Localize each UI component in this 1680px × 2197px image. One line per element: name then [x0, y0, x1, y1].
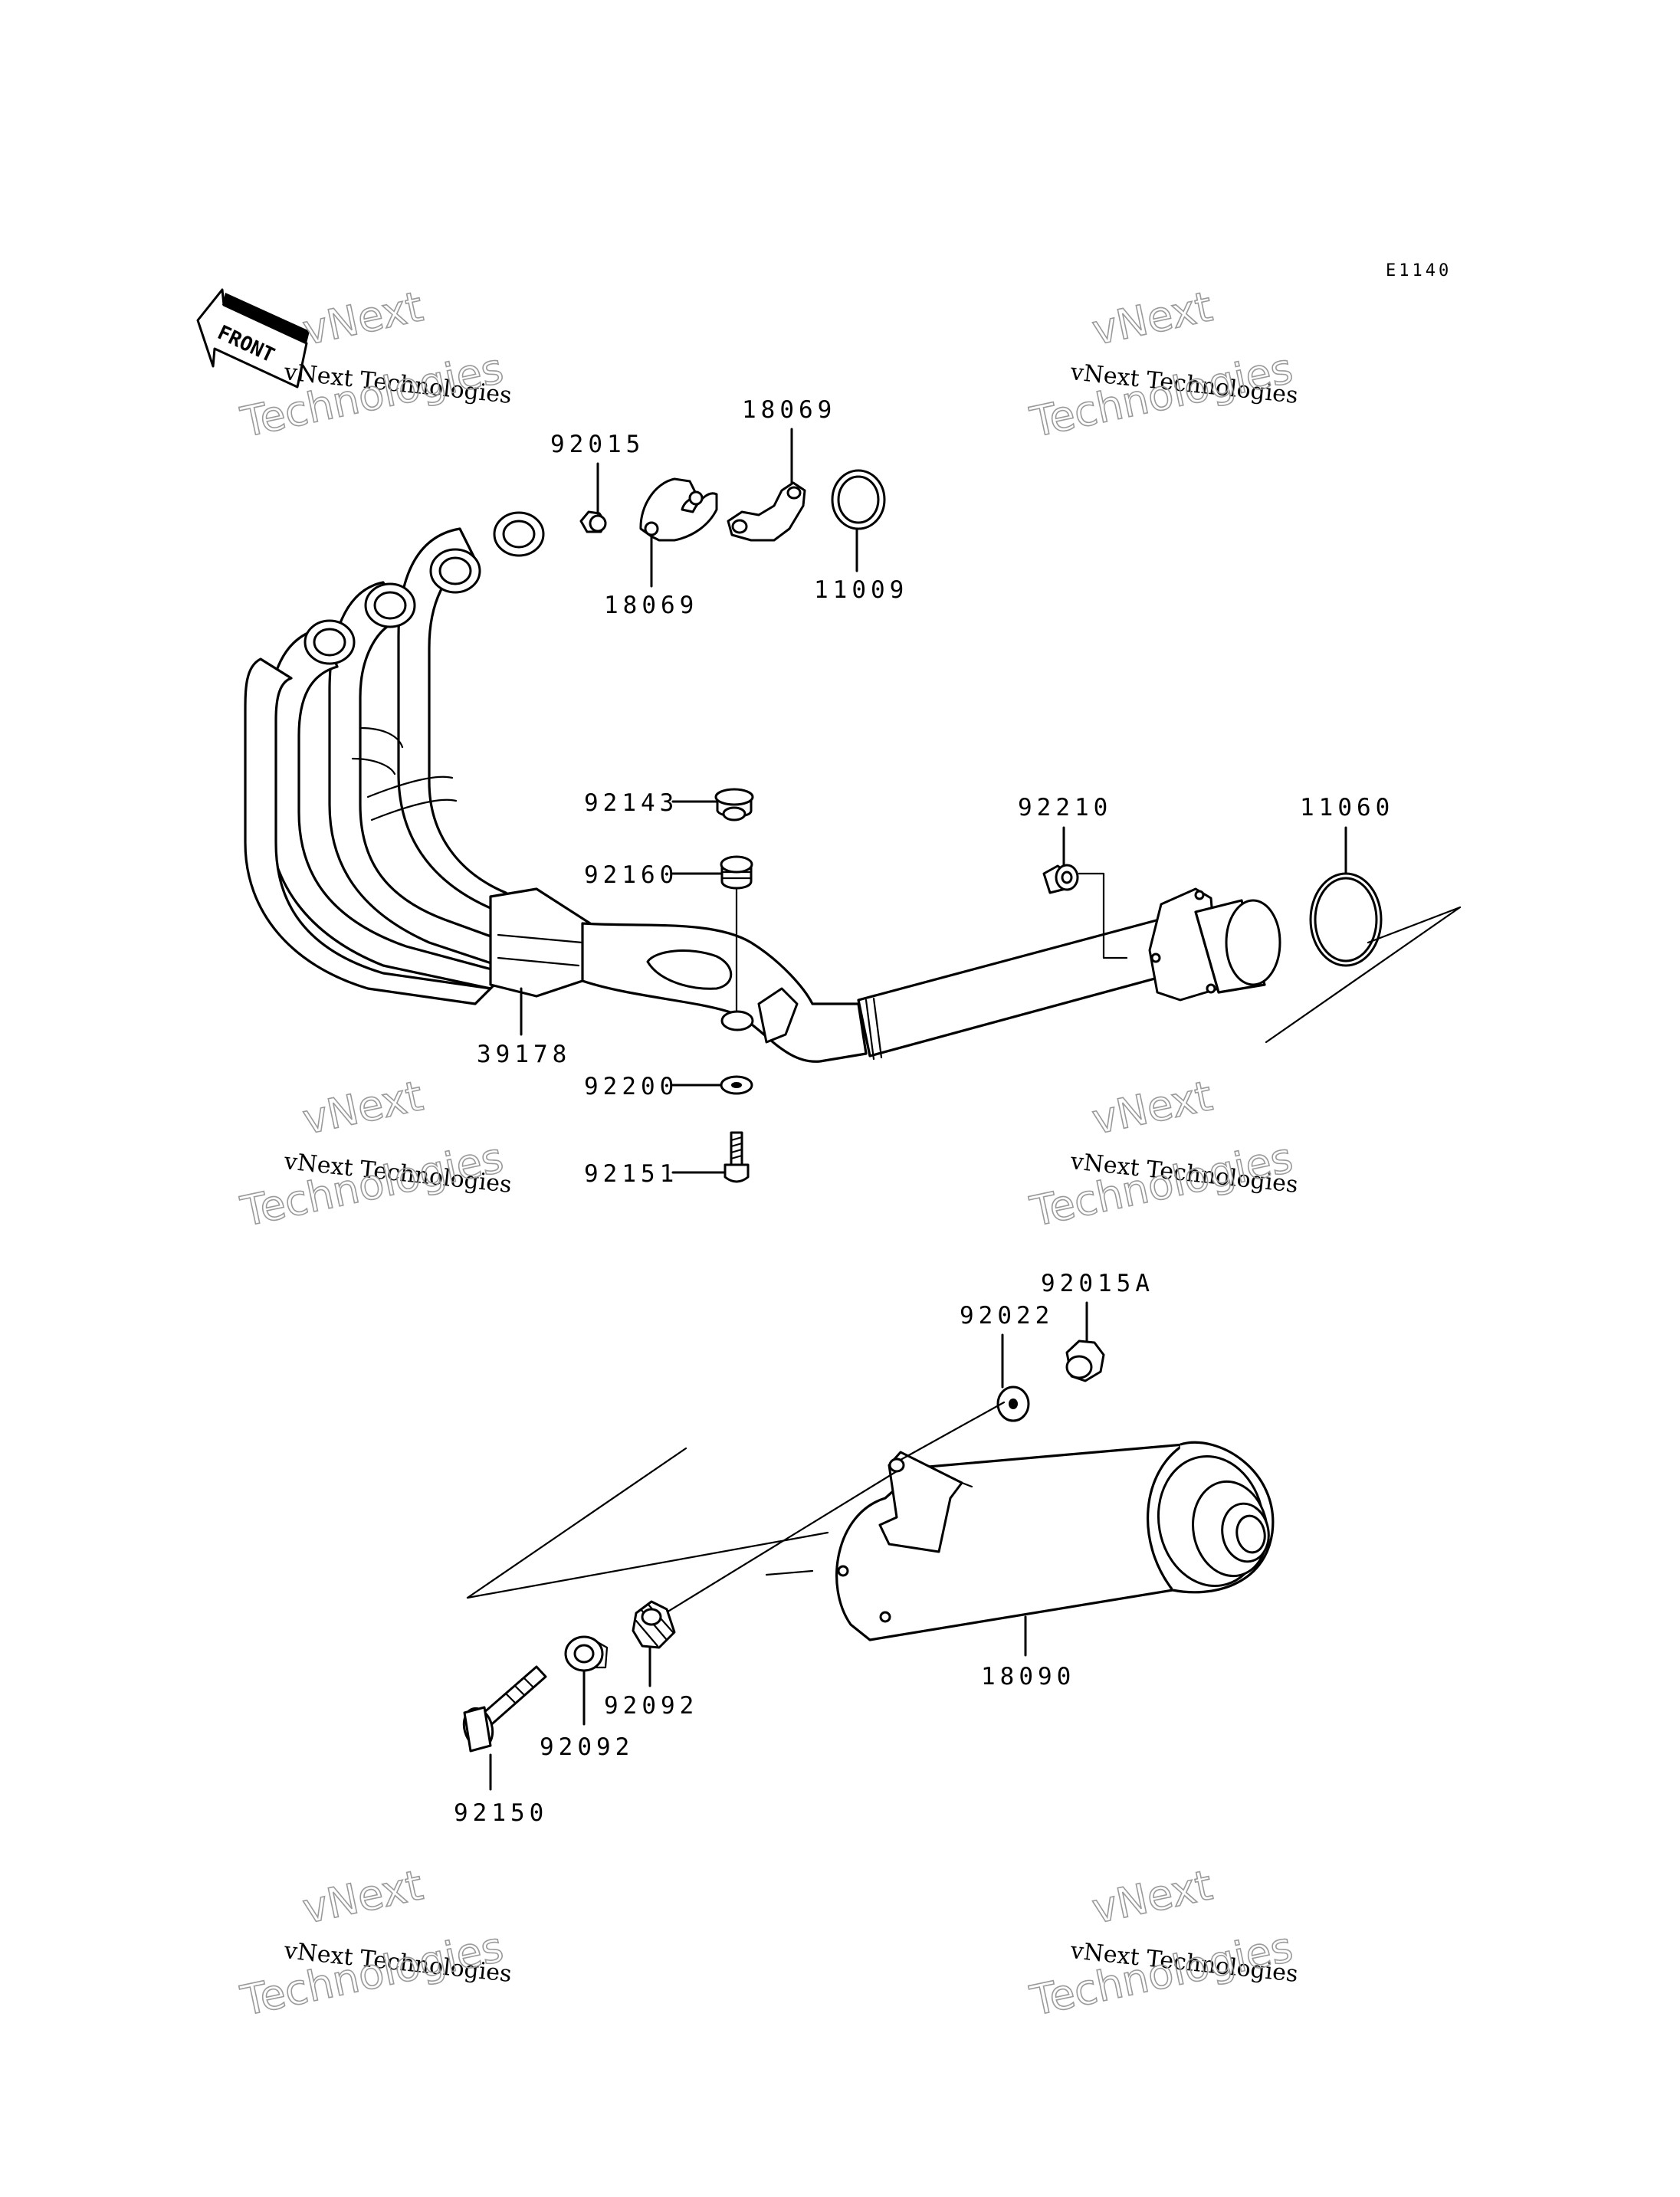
label-92143: 92143 — [584, 789, 678, 817]
label-92092-right: 92092 — [604, 1692, 698, 1720]
part-11009: 11009 — [814, 469, 908, 604]
part-92092-left: 92092 — [540, 1635, 634, 1761]
label-18069-bottom: 18069 — [604, 592, 698, 619]
svg-text:Technologies: Technologies — [1026, 1923, 1297, 2025]
part-18069-lower: 18069 — [604, 477, 718, 619]
label-11009: 11009 — [814, 576, 908, 604]
label-92092-left: 92092 — [540, 1733, 634, 1761]
svg-text:vNext: vNext — [299, 1861, 427, 1933]
svg-text:vNext: vNext — [299, 282, 427, 354]
watermark-bottom-right: vNext vNext Technologies Technologies — [1025, 1860, 1299, 2025]
diagram-code: E1140 — [1386, 261, 1452, 280]
part-92160: 92160 — [584, 855, 753, 1013]
part-92015: 92015 — [550, 431, 645, 533]
label-92200: 92200 — [584, 1073, 678, 1100]
label-39178: 39178 — [477, 1041, 571, 1068]
label-92015: 92015 — [550, 431, 645, 458]
part-92151: 92151 — [584, 1131, 750, 1188]
watermark-mid-right: vNext vNext Technologies Technologies — [1025, 1071, 1299, 1236]
svg-text:Technologies: Technologies — [237, 1923, 507, 2025]
part-18090: 18090 — [658, 1401, 1275, 1690]
label-92151: 92151 — [584, 1160, 678, 1188]
label-18069-top: 18069 — [742, 396, 836, 424]
svg-text:vNext: vNext — [299, 1071, 427, 1143]
part-92092-right: 92092 — [604, 1600, 698, 1720]
part-92143: 92143 — [584, 788, 754, 821]
label-18090: 18090 — [981, 1663, 1075, 1690]
watermark-top-right: vNext vNext Technologies Technologies — [1025, 281, 1299, 447]
label-11060: 11060 — [1300, 794, 1394, 821]
svg-text:Technologies: Technologies — [237, 1133, 507, 1236]
exhaust-header-pipe — [244, 511, 1281, 1063]
front-arrow-icon: FRONT — [196, 288, 310, 389]
svg-text:vNext: vNext — [1088, 1861, 1216, 1933]
label-92160: 92160 — [584, 861, 678, 889]
svg-text:vNext: vNext — [1088, 1071, 1216, 1143]
part-11060: 11060 — [1265, 794, 1462, 1044]
part-39178: 39178 — [477, 987, 571, 1068]
part-92022: 92022 — [960, 1302, 1054, 1422]
label-92210: 92210 — [1018, 794, 1112, 821]
label-92015A: 92015A — [1041, 1270, 1154, 1297]
part-92150: 92150 — [454, 1665, 548, 1827]
connection-guide-lines — [466, 1447, 829, 1599]
part-92200: 92200 — [584, 1073, 753, 1100]
svg-text:Technologies: Technologies — [1026, 1133, 1297, 1236]
part-18069-upper: 18069 — [727, 396, 836, 542]
label-92022: 92022 — [960, 1302, 1054, 1330]
label-92150: 92150 — [454, 1799, 548, 1827]
watermark-mid-left: vNext vNext Technologies Technologies — [236, 1071, 513, 1236]
part-92015A: 92015A — [1041, 1270, 1154, 1382]
svg-text:vNext: vNext — [1088, 282, 1216, 354]
svg-text:Technologies: Technologies — [1026, 344, 1297, 447]
watermark-bottom-left: vNext vNext Technologies Technologies — [236, 1860, 513, 2025]
part-92210: 92210 — [1018, 794, 1128, 959]
